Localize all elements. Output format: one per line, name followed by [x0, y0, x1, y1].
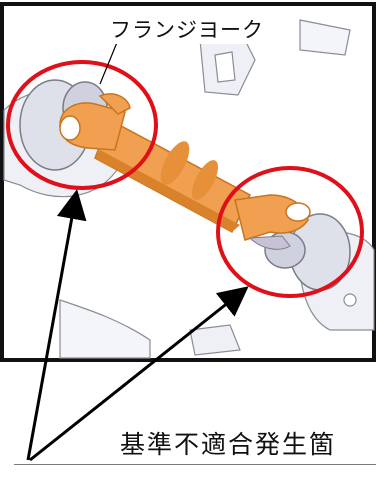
part-name-label: フランジヨーク [108, 14, 266, 44]
caption-label: 基準不適合発生箇 [120, 425, 336, 461]
caption-underline [14, 464, 376, 465]
